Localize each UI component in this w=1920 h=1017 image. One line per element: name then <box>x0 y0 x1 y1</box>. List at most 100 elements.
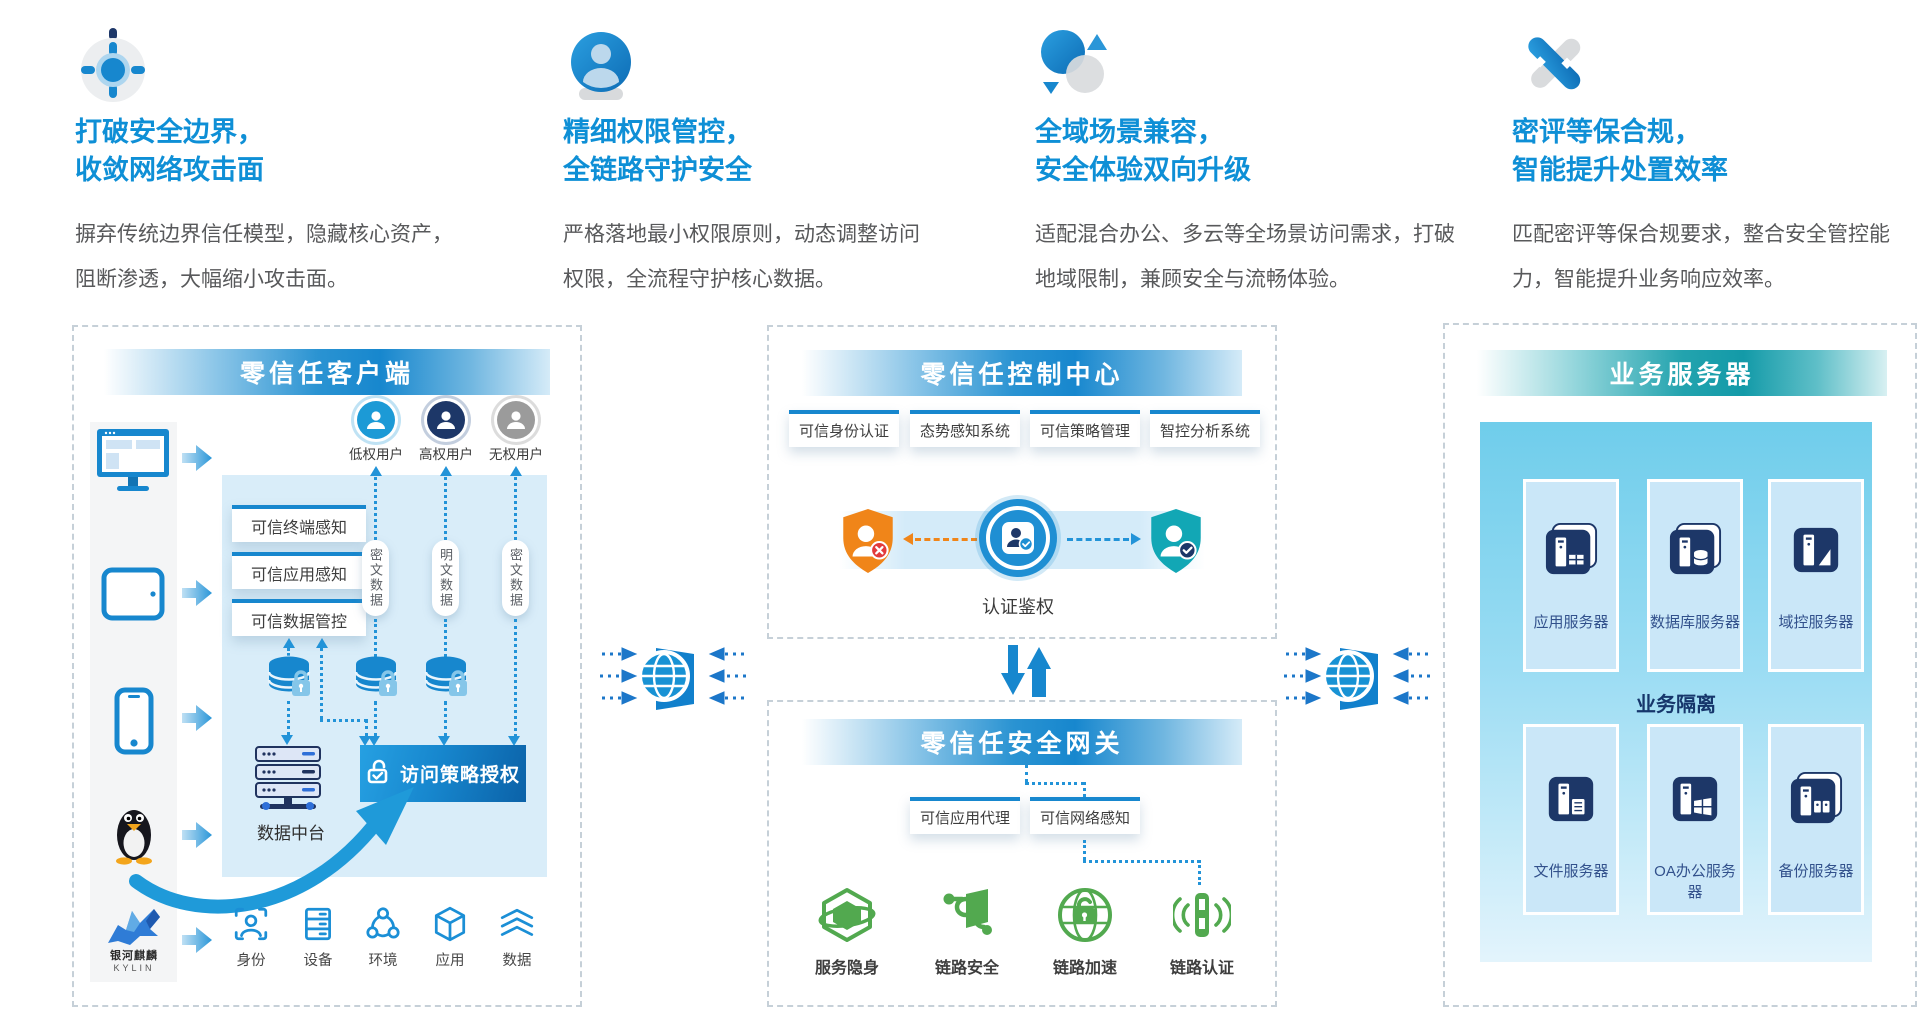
low-privilege-user-avatar <box>357 401 395 439</box>
module-card: 智控分析系统 <box>1150 410 1260 447</box>
feature-title-line1: 打破安全边界， <box>75 117 264 147</box>
flow-line <box>374 477 377 540</box>
arrowhead-up <box>283 638 295 648</box>
link-security-icon <box>938 886 996 949</box>
firewall-gateway-icon <box>598 638 748 719</box>
app-server-icon <box>1544 522 1598 583</box>
server-label: 应用服务器 <box>1533 614 1609 631</box>
factor-label: 应用 <box>435 953 465 969</box>
feature-description: 适配混合办公、多云等全场景访问需求，打破地域限制，兼顾安全与流畅体验。 <box>1035 222 1455 291</box>
data-pill: 明文数据 <box>432 540 459 616</box>
arrowhead-down <box>281 735 293 745</box>
flow-line <box>320 719 367 722</box>
domain-server-icon <box>1789 522 1843 583</box>
arrowhead-down <box>368 736 380 746</box>
encrypted-database-icon <box>266 655 312 706</box>
encrypted-database-icon <box>353 655 399 706</box>
identity-icon <box>232 905 270 948</box>
arrowhead-down <box>359 736 371 746</box>
kylin-logo-sub: KYLIN <box>113 963 155 973</box>
capability-label: 链路认证 <box>1169 960 1234 977</box>
monitor-icon <box>95 427 171 498</box>
flow-line <box>365 719 368 737</box>
encrypted-database-icon <box>423 655 469 706</box>
user-label: 低权用户 <box>349 447 403 462</box>
arrowhead-up <box>316 638 328 648</box>
application-icon <box>431 905 469 948</box>
policy-label: 访问策略授权 <box>399 765 520 786</box>
arrowhead-left-orange <box>903 533 913 545</box>
flow-line <box>1025 782 1085 785</box>
feature-title-line2: 智能提升处置效率 <box>1512 154 1728 185</box>
server-card: 应用服务器 <box>1523 479 1619 672</box>
service-stealth-icon <box>818 886 876 949</box>
feature-title-line1: 精细权限管控， <box>563 117 752 147</box>
isolation-label: 业务隔离 <box>1636 694 1716 716</box>
arrowhead-down <box>508 736 520 746</box>
flow-line <box>374 701 377 737</box>
link-authentication-icon <box>1170 886 1234 949</box>
flow-line <box>444 701 447 737</box>
module-card: 可信应用代理 <box>910 797 1020 834</box>
device-arrow-icon <box>182 445 212 476</box>
flow-line <box>1083 840 1086 860</box>
data-pill: 密文数据 <box>502 540 529 616</box>
arrowhead-right-blue <box>1131 533 1141 545</box>
user-label: 高权用户 <box>419 447 473 462</box>
client-panel-title: 零信任客户端 <box>104 349 550 395</box>
arrowhead-up <box>440 466 452 476</box>
factor-label: 身份 <box>236 953 266 969</box>
factor-label: 设备 <box>303 953 333 969</box>
flow-line <box>1083 782 1086 797</box>
control-panel-title: 零信任控制中心 <box>802 350 1242 396</box>
access-policy-authorization-box: 访问策略授权 <box>360 745 526 802</box>
feature-title-line1: 密评等保合规， <box>1512 117 1701 147</box>
module-card: 可信网络感知 <box>1030 797 1140 834</box>
server-card: 域控服务器 <box>1768 479 1864 672</box>
crosshair-icon <box>75 26 470 114</box>
auth-label: 认证鉴权 <box>982 597 1054 617</box>
feature-scene-compatible: 全域场景兼容， 安全体验双向升级 适配混合办公、多云等全场景访问需求，打破地域限… <box>1035 26 1473 302</box>
server-card: OA办公服务器 <box>1647 724 1743 915</box>
server-label: 域控服务器 <box>1778 614 1854 631</box>
capsule-cross-icon <box>1512 26 1920 114</box>
no-privilege-user-avatar <box>497 401 535 439</box>
tablet-icon <box>101 567 165 626</box>
feature-description: 匹配密评等保合规要求，整合安全管控能力，智能提升业务响应效率。 <box>1512 222 1890 291</box>
data-pill: 密文数据 <box>362 540 389 616</box>
feature-permission-control: 精细权限管控， 全链路守护安全 严格落地最小权限原则，动态调整访问权限，全流程守… <box>563 26 938 302</box>
capability-label: 服务隐身 <box>814 960 879 977</box>
feature-description: 严格落地最小权限原则，动态调整访问权限，全流程守护核心数据。 <box>563 222 920 291</box>
orange-dashed-arrow <box>915 538 977 541</box>
server-label: 文件服务器 <box>1533 863 1609 880</box>
flow-line <box>514 619 517 737</box>
arrowhead-up <box>510 466 522 476</box>
capability-label: 链路安全 <box>934 960 999 977</box>
capability-label: 链路加速 <box>1052 960 1117 977</box>
device-arrow-icon <box>182 705 212 736</box>
factor-label: 数据 <box>502 953 532 969</box>
feature-title-line1: 全域场景兼容， <box>1035 117 1224 147</box>
feature-title-line2: 收敛网络攻击面 <box>75 154 264 185</box>
arrowhead-up <box>370 466 382 476</box>
arrowhead-down <box>438 736 450 746</box>
lock-check-icon <box>366 758 390 790</box>
user-label: 无权用户 <box>489 447 543 462</box>
user-circle-icon <box>563 26 938 114</box>
auth-badge-icon <box>979 499 1057 577</box>
data-center-server-icon <box>252 745 330 816</box>
flow-line <box>287 648 290 656</box>
module-card: 可信终端感知 <box>232 505 366 542</box>
flow-line <box>444 477 447 540</box>
server-label: OA办公服务器 <box>1654 863 1736 901</box>
denied-user-shield-icon <box>839 507 897 580</box>
server-panel-title: 业务服务器 <box>1477 350 1887 396</box>
feature-description: 摒弃传统边界信任模型，隐藏核心资产，阻断渗透，大幅缩小攻击面。 <box>75 222 453 291</box>
gateway-panel: 零信任安全网关 可信应用代理 可信网络感知 <box>767 700 1277 1007</box>
server-card: 数据库服务器 <box>1647 479 1743 672</box>
module-card: 可信数据管控 <box>232 599 366 636</box>
kylin-logo-name: 银河麒麟 <box>110 950 158 962</box>
flow-line <box>374 619 377 657</box>
server-card: 文件服务器 <box>1523 724 1619 915</box>
